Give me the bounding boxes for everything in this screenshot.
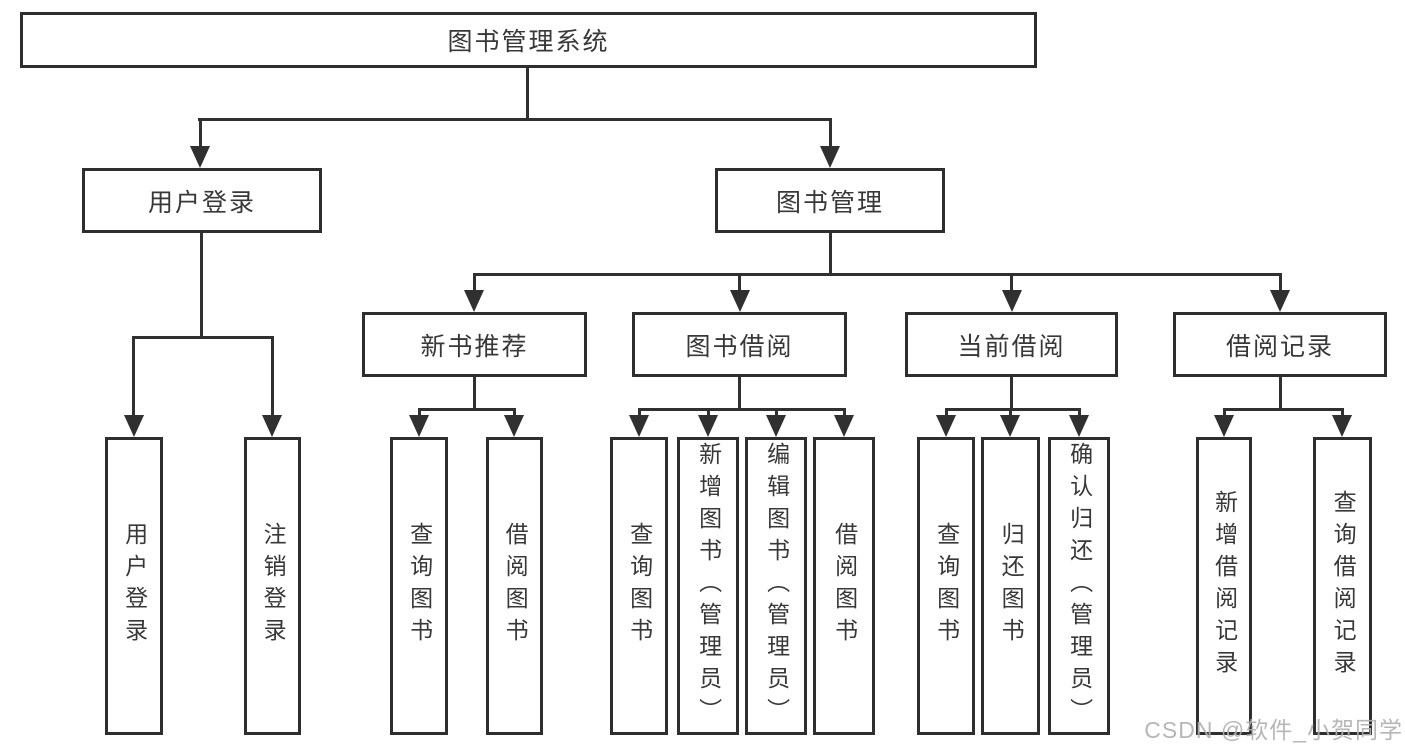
connector-line: [473, 273, 1282, 276]
leaf-label: 查询图书: [406, 522, 433, 650]
arrowhead-down-icon: [1000, 415, 1020, 437]
connector-line: [473, 377, 476, 408]
connector-line: [638, 408, 845, 411]
arrowhead-down-icon: [1270, 290, 1290, 312]
leaf-add-book-admin: 新增图书（管理员）: [677, 437, 739, 735]
connector-line: [132, 336, 274, 339]
arrowhead-down-icon: [262, 415, 282, 437]
connector-line: [945, 408, 948, 416]
leaf-query-books-2: 查询图书: [610, 437, 668, 735]
leaf-label: 查询图书: [933, 522, 960, 650]
leaf-return-books: 归还图书: [981, 437, 1040, 735]
leaf-label: 注销登录: [260, 522, 287, 650]
connector-line: [1279, 273, 1282, 290]
node-book-borrow: 图书借阅: [632, 312, 847, 377]
arrowhead-down-icon: [1332, 415, 1352, 437]
connector-line: [843, 408, 846, 416]
leaf-label: 用户登录: [121, 522, 148, 650]
connector-line: [738, 273, 741, 290]
leaf-user-login: 用户登录: [105, 437, 163, 735]
arrowhead-down-icon: [1002, 290, 1022, 312]
leaf-label: 借阅图书: [831, 522, 858, 650]
node-label: 当前借阅: [957, 332, 1066, 361]
arrowhead-down-icon: [1214, 415, 1234, 437]
connector-line: [829, 118, 832, 146]
arrowhead-down-icon: [464, 290, 484, 312]
node-label: 图书管理: [775, 188, 884, 217]
leaf-borrow-books-1: 借阅图书: [486, 437, 543, 735]
node-library-management-system: 图书管理系统: [20, 12, 1037, 68]
node-borrow-records: 借阅记录: [1173, 312, 1387, 377]
leaf-query-borrow-record: 查询借阅记录: [1313, 437, 1372, 735]
arrowhead-down-icon: [766, 415, 786, 437]
connector-line: [513, 408, 516, 416]
node-current-borrow: 当前借阅: [905, 312, 1118, 377]
leaf-label: 查询图书: [626, 522, 653, 650]
arrowhead-down-icon: [124, 415, 144, 437]
node-label: 图书借阅: [685, 332, 794, 361]
leaf-label: 借阅图书: [502, 522, 529, 650]
node-label: 借阅记录: [1225, 332, 1334, 361]
connector-line: [1341, 408, 1344, 416]
connector-line: [199, 118, 202, 146]
leaf-label: 确认归还（管理员）: [1066, 442, 1093, 730]
arrowhead-down-icon: [820, 146, 840, 168]
connector-line: [945, 408, 1081, 411]
leaf-label: 编辑图书（管理员）: [763, 442, 790, 730]
arrowhead-down-icon: [629, 415, 649, 437]
connector-line: [1223, 408, 1343, 411]
connector-line: [418, 408, 515, 411]
connector-line: [829, 233, 832, 273]
connector-line: [271, 336, 274, 415]
node-label: 图书管理系统: [447, 28, 610, 56]
connector-line: [1078, 408, 1081, 416]
connector-line: [638, 408, 641, 416]
leaf-query-books-1: 查询图书: [390, 437, 448, 735]
arrowhead-down-icon: [936, 415, 956, 437]
connector-line: [526, 68, 529, 118]
connector-line: [1279, 377, 1282, 408]
leaf-label: 查询借阅记录: [1330, 490, 1357, 682]
leaf-borrow-books-2: 借阅图书: [813, 437, 875, 735]
arrowhead-down-icon: [698, 415, 718, 437]
arrowhead-down-icon: [409, 415, 429, 437]
connector-line: [473, 273, 476, 290]
node-label: 新书推荐: [420, 332, 529, 361]
arrowhead-down-icon: [504, 415, 524, 437]
arrowhead-down-icon: [1069, 415, 1089, 437]
node-user-login: 用户登录: [82, 168, 322, 233]
node-label: 用户登录: [147, 188, 256, 217]
leaf-label: 新增图书（管理员）: [695, 442, 722, 730]
leaf-query-books-3: 查询图书: [917, 437, 975, 735]
connector-line: [738, 377, 741, 408]
leaf-label: 归还图书: [998, 522, 1025, 650]
watermark: CSDN @软件_小贺同学: [1144, 717, 1403, 743]
leaf-edit-book-admin: 编辑图书（管理员）: [745, 437, 807, 735]
leaf-confirm-return-admin: 确认归还（管理员）: [1048, 437, 1110, 735]
node-book-management: 图书管理: [715, 168, 945, 233]
connector-line: [132, 336, 135, 415]
connector-line: [707, 408, 710, 416]
connector-line: [198, 118, 832, 121]
connector-line: [1010, 273, 1013, 290]
connector-line: [1009, 408, 1012, 416]
connector-line: [1223, 408, 1226, 416]
connector-line: [775, 408, 778, 416]
leaf-label: 新增借阅记录: [1211, 490, 1238, 682]
connector-line: [1010, 377, 1013, 408]
connector-line: [200, 233, 203, 336]
arrowhead-down-icon: [190, 146, 210, 168]
node-new-book-recommend: 新书推荐: [362, 312, 587, 377]
arrowhead-down-icon: [834, 415, 854, 437]
leaf-logout: 注销登录: [244, 437, 301, 735]
leaf-add-borrow-record: 新增借阅记录: [1196, 437, 1252, 735]
arrowhead-down-icon: [730, 290, 750, 312]
connector-line: [418, 408, 421, 416]
